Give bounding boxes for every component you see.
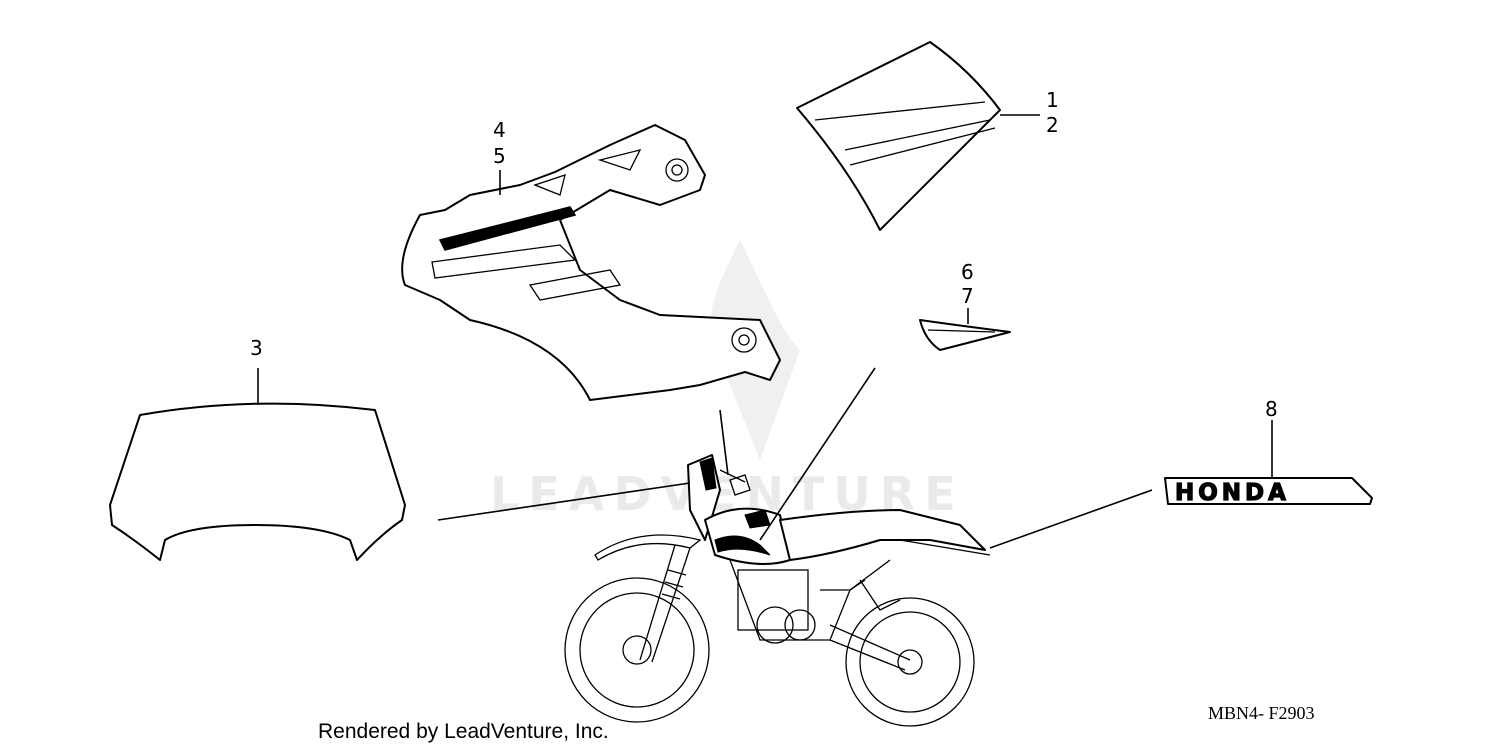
callout-5: 5 [493, 144, 506, 168]
callout-numbers: 1 2 3 4 5 6 7 8 [250, 88, 1278, 421]
callout-7: 7 [961, 284, 974, 308]
credit-text: Rendered by LeadVenture, Inc. [318, 720, 609, 743]
part-6-7-small-stripe[interactable] [919, 319, 1011, 351]
part-3-plate-decal[interactable] [109, 402, 406, 561]
part-8-honda-emblem[interactable]: HONDA [1164, 477, 1373, 507]
part-1-2-tank-stripe[interactable] [796, 41, 1001, 231]
honda-emblem-text: HONDA [1175, 480, 1290, 506]
diagram-code: MBN4- F2903 [1208, 703, 1315, 723]
callout-3: 3 [250, 336, 263, 360]
callout-2: 2 [1046, 113, 1059, 137]
motorcycle-illustration [564, 454, 991, 727]
xr-logo-graphic [438, 149, 642, 251]
part-4-5-side-cover-decal[interactable] [401, 124, 781, 401]
callout-6: 6 [961, 260, 974, 284]
leader-lines [257, 114, 1273, 549]
callout-8: 8 [1265, 397, 1278, 421]
callout-4: 4 [493, 118, 506, 142]
callout-1: 1 [1046, 88, 1059, 112]
